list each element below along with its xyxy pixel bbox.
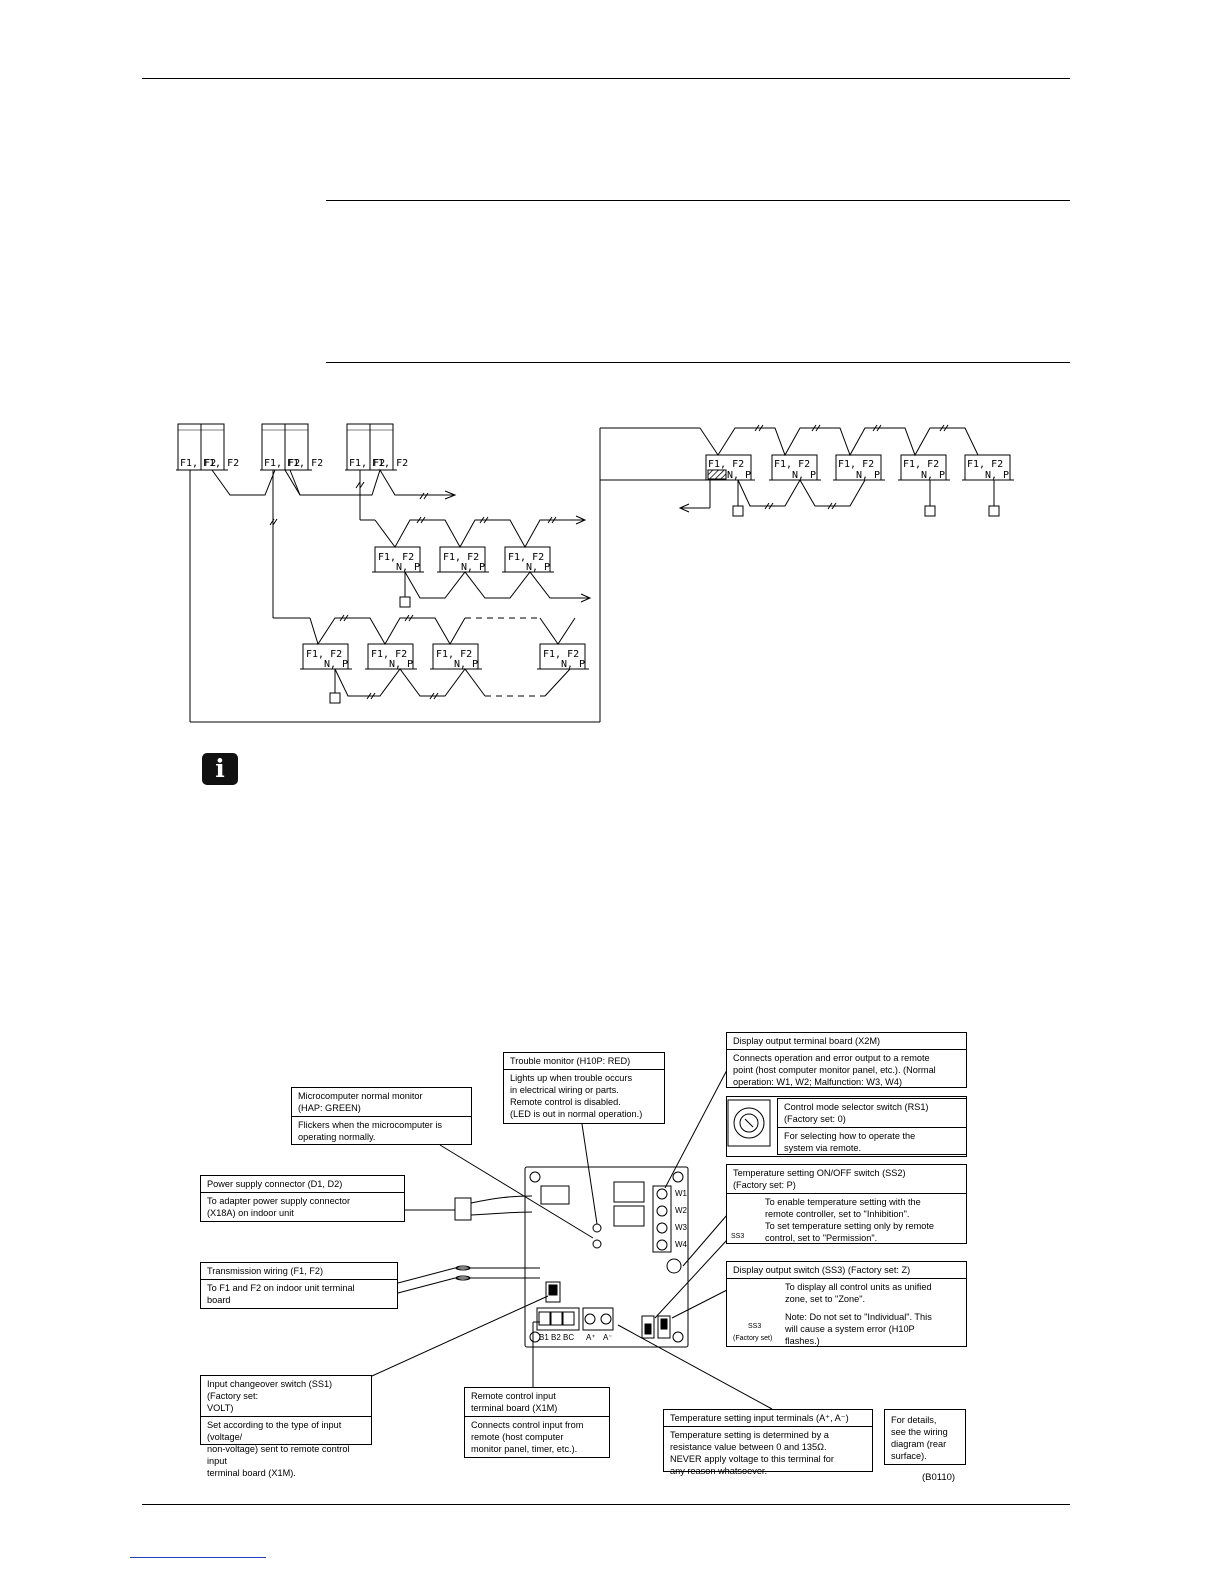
unit-label: N, P [389,659,413,670]
footer-rule [142,1504,1070,1505]
unit-label: N, P [526,562,550,573]
unit-label: F1, F2 [967,459,1003,470]
unit-label: F1, F2 [371,649,407,660]
callout-desc: Connects control input from remote (host… [471,1420,584,1454]
unit-label: F1, F2 [349,458,385,469]
callout-desc: Flickers when the microcomputer is opera… [298,1120,442,1142]
board-label-a-plus: A⁺ [586,1333,596,1342]
callout-title: Temperature setting input terminals (A⁺,… [664,1410,872,1427]
callout-desc: To adapter power supply connector (X18A)… [207,1196,351,1218]
callout-trouble-monitor: Trouble monitor (H10P: RED) Lights up wh… [503,1052,665,1124]
unit-label: F1, F2 [180,458,216,469]
callout-title: Display output switch (SS3) (Factory set… [727,1262,966,1279]
unit-label: N, P [727,470,751,481]
callout-title: Temperature setting ON/OFF switch (SS2) … [727,1165,966,1194]
callout-title: Transmission wiring (F1, F2) [201,1263,397,1280]
board-label-w3: W3 [675,1223,687,1232]
unit-label: N, P [561,659,585,670]
callout-input-changeover: Input changeover switch (SS1) (Factory s… [200,1375,372,1478]
callout-power-supply-connector: Power supply connector (D1, D2) To adapt… [200,1175,405,1222]
callout-display-output-terminal: Display output terminal board (X2M) Conn… [726,1032,967,1088]
factory-set-label: (Factory set) [733,1335,773,1342]
control-mode-frame [726,1096,967,1157]
unit-label: F1, F2 [372,458,408,469]
callout-desc: Connects operation and error output to a… [733,1053,936,1087]
callout-desc: For selecting how to operate the system … [784,1131,916,1153]
info-icon: i [202,753,238,785]
unit-label: N, P [454,659,478,670]
callout-remote-control-input: Remote control input terminal board (X1M… [464,1387,610,1458]
outdoor-unit-1: F1, F2 F1, F2 [176,423,239,471]
unit-label: F1, F2 [508,552,544,563]
unit-label: F1, F2 [287,458,323,469]
callout-title: Power supply connector (D1, D2) [201,1176,404,1193]
unit-label: N, P [792,470,816,481]
wiring-diagram: F1, F2 F1, F2 F1, F2 F1, F2 F1, F2 F1, F… [176,423,1014,723]
footer-link[interactable] [130,1557,266,1558]
outdoor-unit-3: F1, F2 F1, F2 [345,423,408,471]
callout-details: For details, see the wiring diagram (rea… [884,1409,966,1465]
unit-label: F1, F2 [838,459,874,470]
callout-title: Display output terminal board (X2M) [727,1033,966,1050]
board-label-w4: W4 [675,1240,687,1249]
unit-label: N, P [921,470,945,481]
board-label-b1: B1 [539,1333,549,1342]
callout-desc: Temperature setting is determined by a r… [670,1430,834,1476]
board-label-a-minus: A⁻ [603,1333,613,1342]
callout-desc: Lights up when trouble occurs in electri… [510,1073,643,1119]
callout-temp-setting-switch: Temperature setting ON/OFF switch (SS2) … [726,1164,967,1244]
unit-label: F1, F2 [903,459,939,470]
unit-label: F1, F2 [774,459,810,470]
callout-title: Input changeover switch (SS1) (Factory s… [201,1376,371,1417]
indoor-row-1 [372,515,592,608]
switch-label-ss3: SS3 [748,1323,762,1330]
board-label-w1: W1 [675,1189,687,1198]
callout-transmission-wiring: Transmission wiring (F1, F2) To F1 and F… [200,1262,398,1309]
unit-label: F1, F2 [436,649,472,660]
board-label-bc: BC [563,1333,575,1342]
board-label-w2: W2 [675,1206,687,1215]
unit-label: N, P [985,470,1009,481]
header-rule [142,78,1070,79]
section-rule-bottom [326,362,1070,363]
figure-id: (B0110) [922,1472,956,1483]
outdoor-unit-2: F1, F2 F1, F2 [260,423,323,471]
indoor-row-right [678,427,1014,517]
callout-temp-setting-input: Temperature setting input terminals (A⁺,… [663,1409,873,1476]
unit-label: N, P [396,562,420,573]
unit-label: F1, F2 [203,458,239,469]
callout-title: Trouble monitor (H10P: RED) [504,1053,664,1070]
unit-label: F1, F2 [543,649,579,660]
indoor-row-2 [300,617,589,704]
callout-title: Remote control input terminal board (X1M… [465,1388,609,1417]
callout-desc: Set according to the type of input (volt… [207,1420,350,1478]
section-rule-top [326,200,1070,201]
unit-label: F1, F2 [708,459,744,470]
board-label-b2: B2 [551,1333,561,1342]
unit-label: F1, F2 [306,649,342,660]
callout-desc: To enable temperature setting with the r… [765,1197,935,1243]
callout-desc: To display all control units as unified … [785,1282,932,1304]
callout-title: Control mode selector switch (RS1) (Fact… [778,1099,966,1128]
unit-label: N, P [324,659,348,670]
unit-label: N, P [461,562,485,573]
unit-label: N, P [856,470,880,481]
callout-control-mode-selector: Control mode selector switch (RS1) (Fact… [777,1098,967,1155]
switch-label-ss2: SS3 [731,1233,745,1240]
callout-title: Microcomputer normal monitor (HAP: GREEN… [292,1088,471,1117]
callout-display-output-switch: Display output switch (SS3) (Factory set… [726,1261,967,1347]
unit-label: F1, F2 [264,458,300,469]
unit-label: F1, F2 [443,552,479,563]
callout-note: Note: Do not set to "Individual". This w… [785,1312,932,1346]
callout-desc: For details, see the wiring diagram (rea… [891,1415,948,1461]
callout-microcomputer-monitor: Microcomputer normal monitor (HAP: GREEN… [291,1087,472,1145]
unit-label: F1, F2 [378,552,414,563]
callout-desc: To F1 and F2 on indoor unit terminal boa… [207,1283,355,1305]
